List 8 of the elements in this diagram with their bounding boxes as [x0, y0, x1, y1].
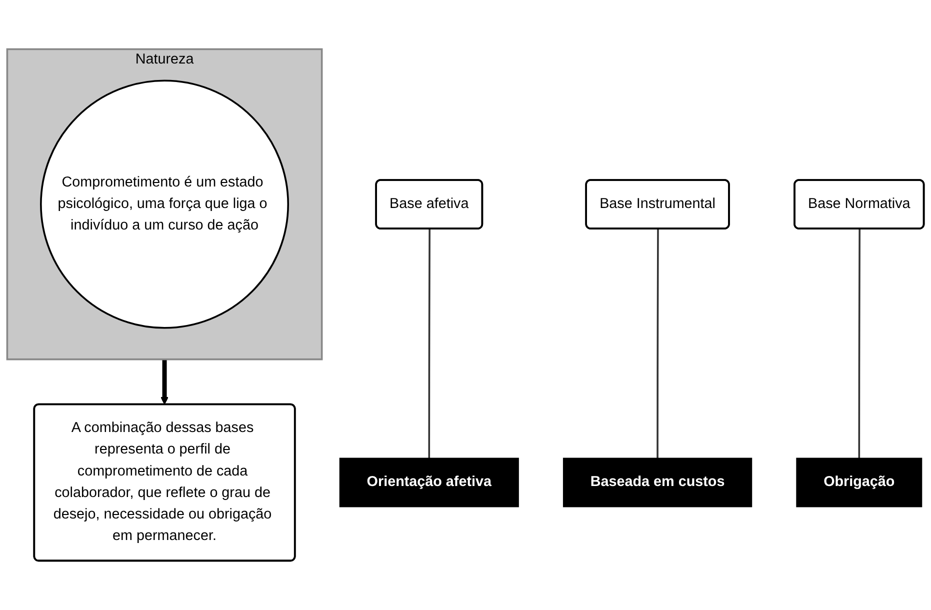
connector — [858, 229, 860, 458]
connector — [428, 229, 430, 458]
node-box: Baseada em custos — [562, 458, 752, 508]
node-box: Obrigação — [796, 458, 922, 508]
node-box: Orientação afetiva — [339, 458, 519, 508]
arrow — [160, 359, 168, 405]
node-circle: Comprometimento é um estado psicológico, uma força que liga o indivíduo a um curso de ação — [40, 80, 290, 329]
connector — [656, 229, 659, 458]
